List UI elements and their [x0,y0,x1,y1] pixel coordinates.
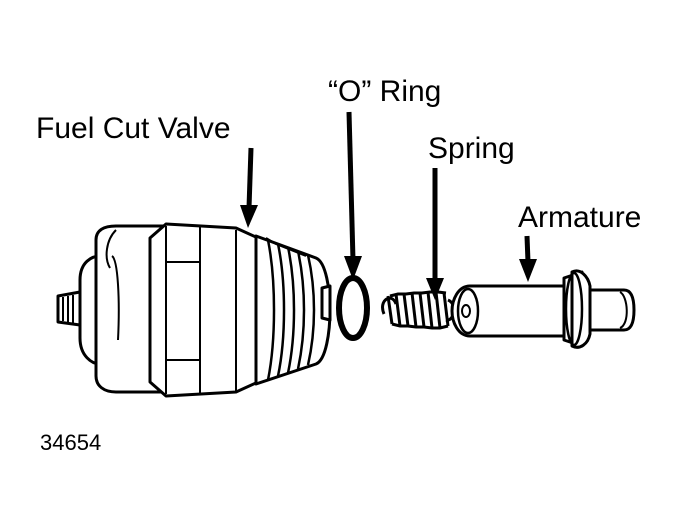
o-ring [336,275,370,341]
label-fuel-cut-valve: Fuel Cut Valve [36,112,231,145]
arrow-fuel-cut-valve [240,147,258,228]
arrow-spring [426,168,444,300]
armature [450,269,636,349]
fuel-cut-valve [56,222,332,398]
label-o-ring: “O” Ring [328,75,441,108]
arrow-armature [519,235,537,282]
label-spring: Spring [428,132,515,165]
spring [381,290,456,330]
label-armature: Armature [518,201,641,234]
figure-number: 34654 [40,430,101,455]
arrow-o-ring [344,111,362,280]
